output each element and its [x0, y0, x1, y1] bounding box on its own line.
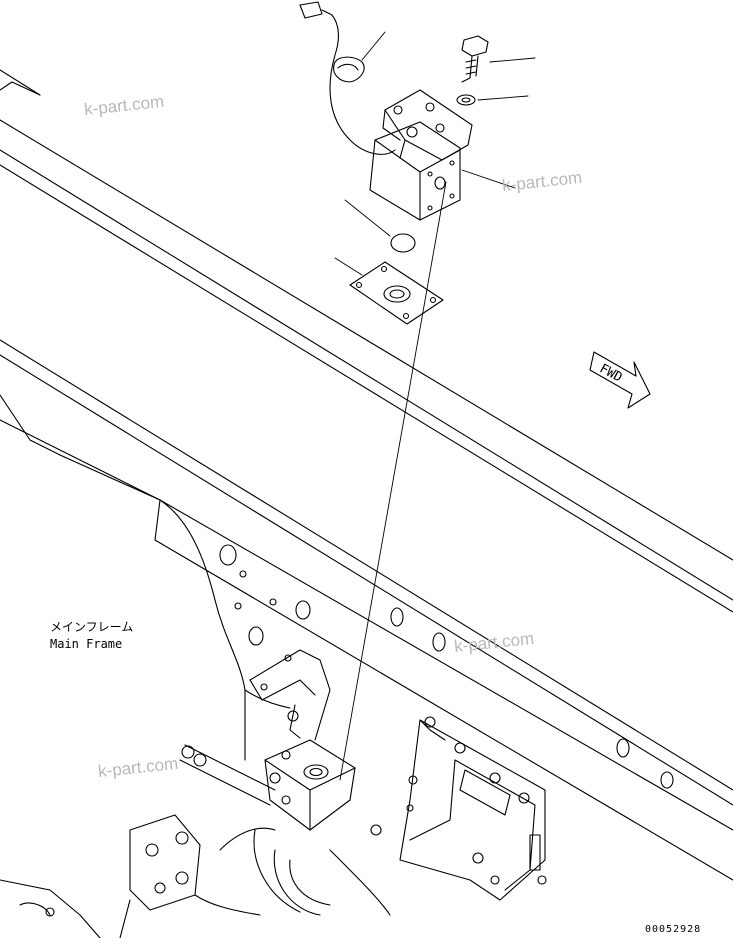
frame-holes	[219, 544, 674, 789]
frame-side-curve	[159, 499, 246, 761]
main-frame-label-en: Main Frame	[50, 637, 123, 651]
assembly-guide-line	[339, 181, 447, 781]
wire-harness	[299, 1, 396, 155]
washer	[456, 94, 529, 106]
solenoid-valve	[369, 89, 516, 221]
bolt	[461, 35, 536, 83]
mounting-plate	[334, 257, 444, 325]
fwd-arrow-icon	[589, 351, 651, 409]
main-frame-beam	[0, 69, 733, 881]
lower-left-frame	[0, 814, 261, 938]
mounting-bracket	[249, 649, 331, 741]
hydraulic-hose	[179, 744, 391, 916]
lower-valve-assembly	[264, 739, 382, 836]
main-frame-label-jp: メインフレーム	[50, 620, 134, 634]
drawing-code: 00052928	[645, 924, 702, 935]
o-ring	[344, 199, 416, 253]
right-mount-bracket	[399, 716, 547, 901]
